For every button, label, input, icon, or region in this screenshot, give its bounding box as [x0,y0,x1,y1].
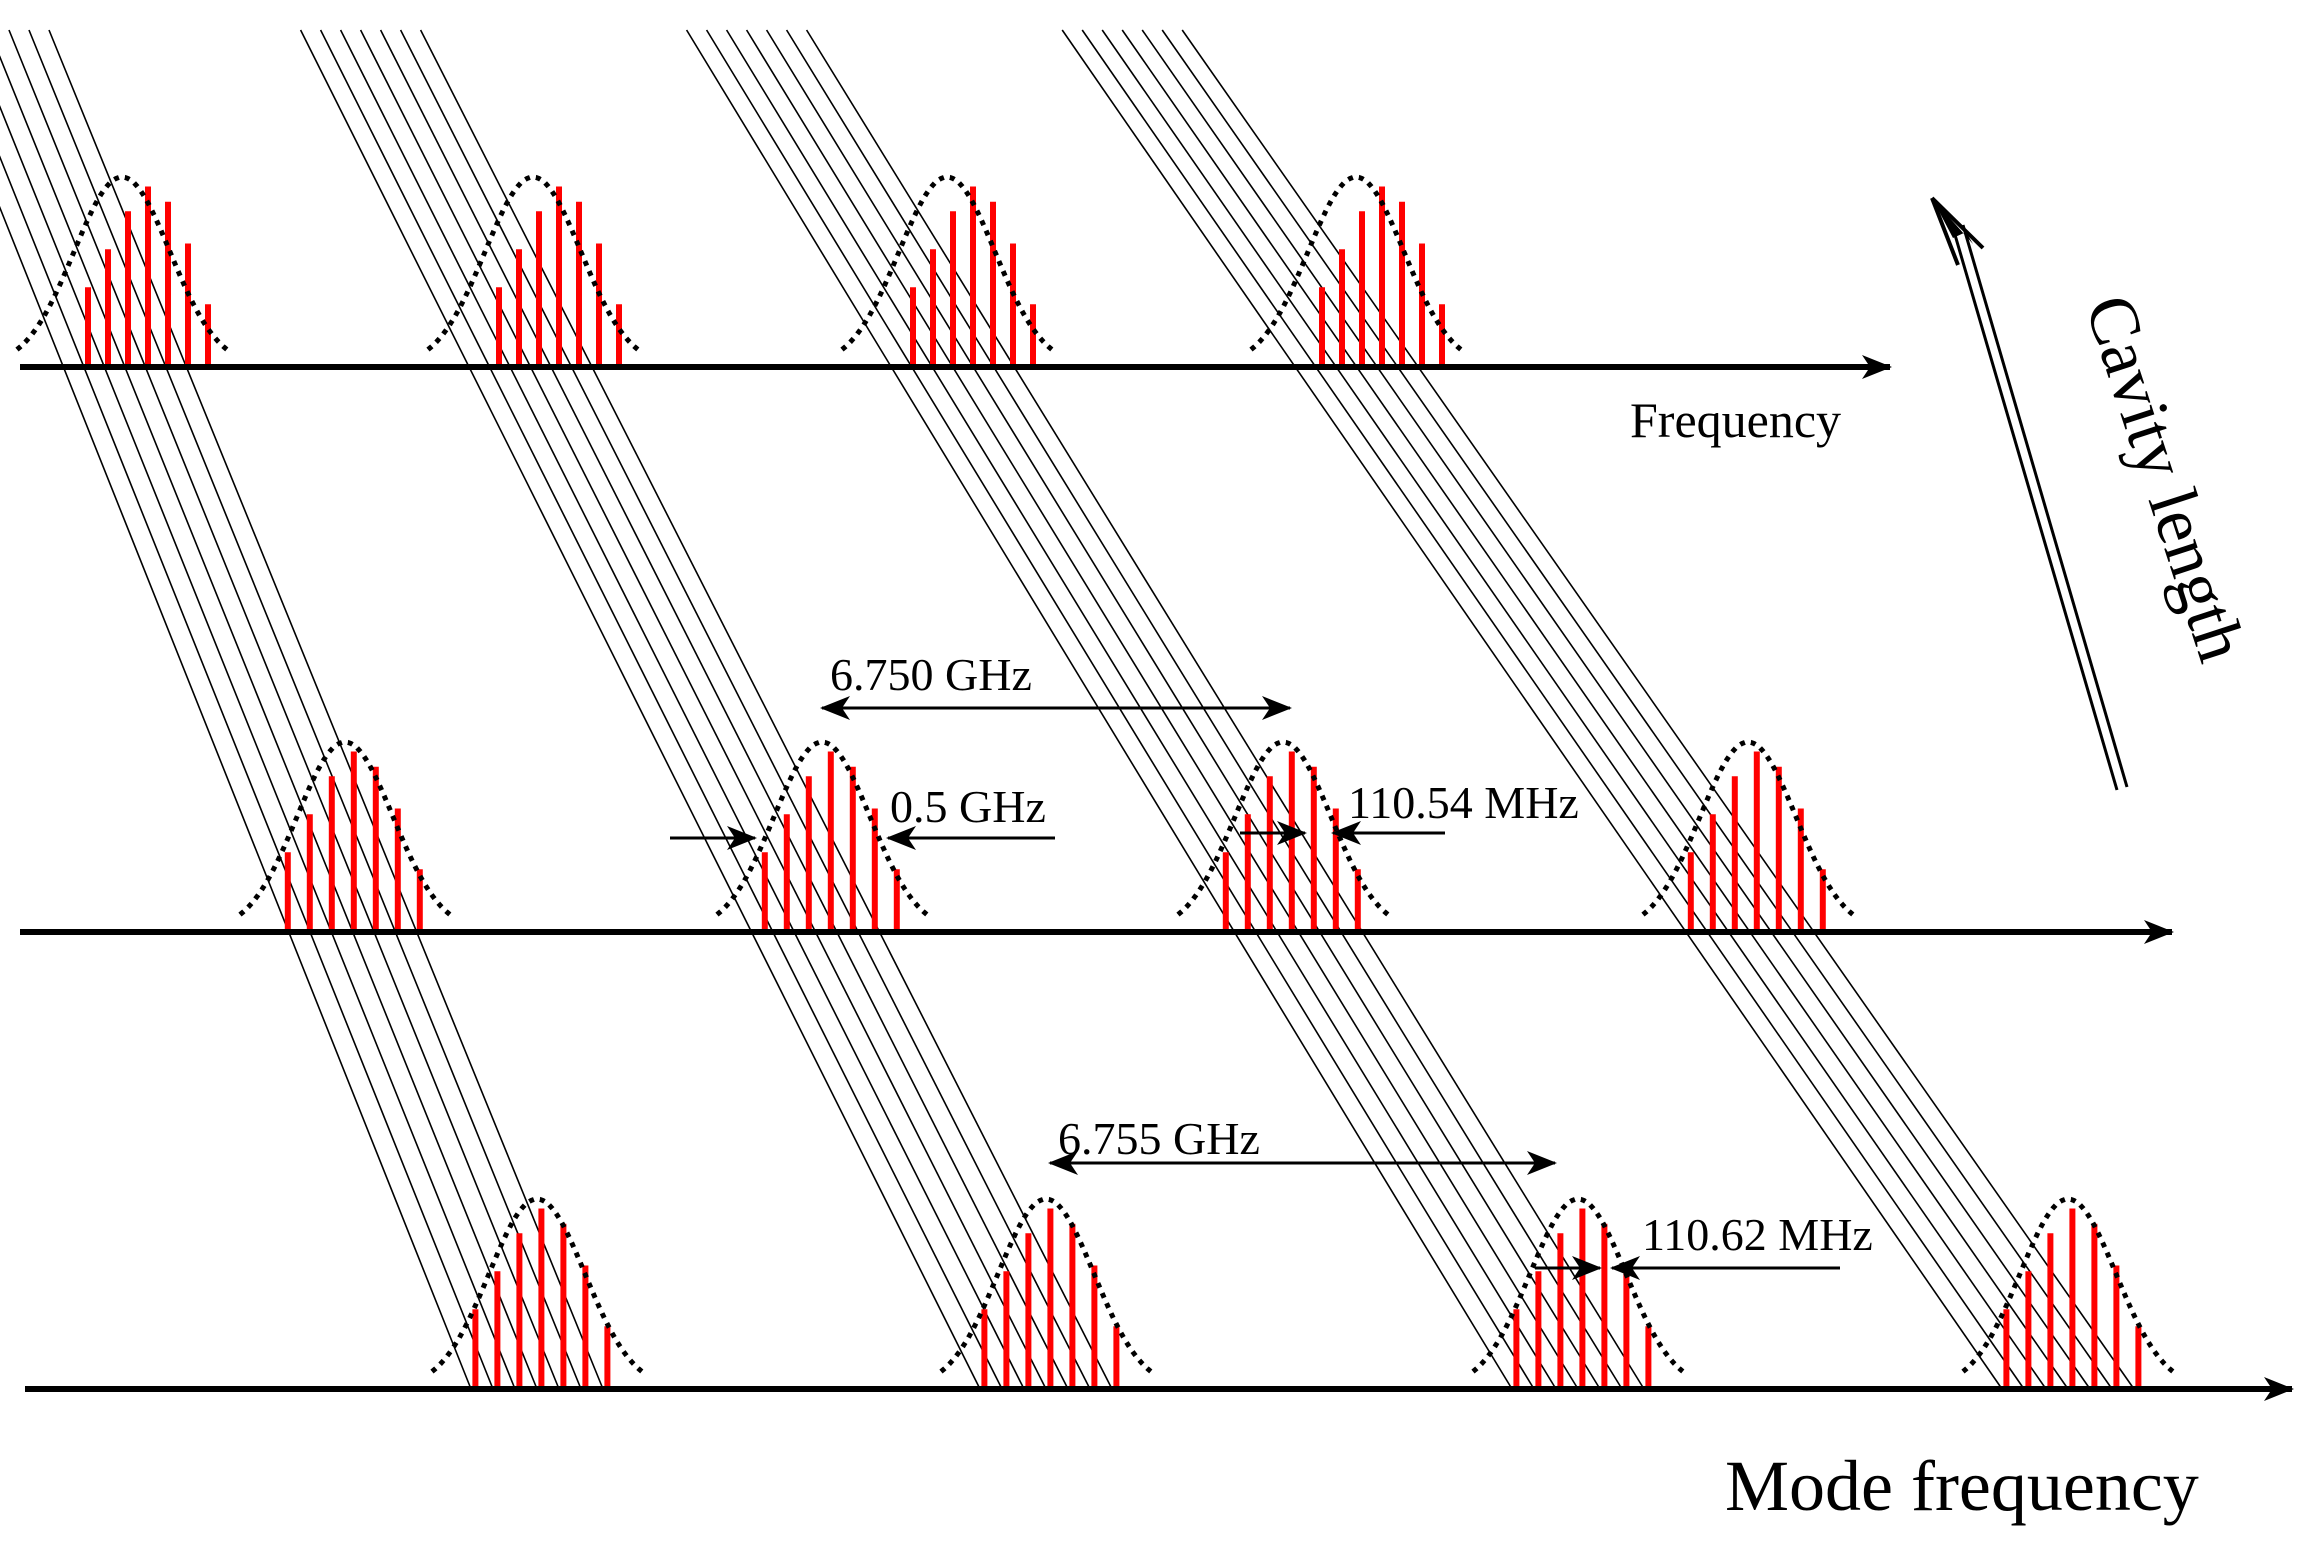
cavity-sweep-line [419,29,1113,1390]
top-axis-label: Frequency [1630,392,1841,448]
cavity-length-label: Cavity length [2070,286,2260,670]
cavity-sweep-line [28,29,582,1390]
annotations [670,196,2129,1280]
cavity-sweep-line [1181,29,2135,1390]
cavity-sweep-line [1121,29,2069,1390]
mode-comb-top-4 [1249,174,1463,367]
spacing-label-bottom: 6.755 GHz [1058,1113,1260,1164]
gaussian-envelope [426,174,640,352]
cavity-sweep-line [359,29,1047,1390]
gaussian-envelope [840,174,1054,352]
mode-comb-middle-4 [1641,739,1855,932]
cavity-sweep-line [48,29,604,1390]
gaussian-envelope [939,1196,1153,1374]
gaussian-envelope [1176,739,1390,917]
cavity-sweep-line [0,205,472,1390]
cavity-sweep-line [1101,29,2047,1390]
mode-comb-bottom-2 [939,1196,1153,1389]
mode-comb-bottom-3 [1471,1196,1685,1389]
cavity-sweep-line [1081,29,2025,1390]
mode-comb-middle-2 [715,739,929,932]
axes [20,355,2294,1401]
gaussian-envelope [1249,174,1463,352]
cavity-sweep-line [299,29,981,1390]
cavity-sweep-line [0,155,494,1390]
mode-combs [15,174,2175,1389]
cavity-sweep-line [0,55,538,1390]
gaussian-envelope [1641,739,1855,917]
cavity-sweep-line [319,29,1003,1390]
cavity-sweep-line [0,105,516,1390]
cavity-sweep-line [1061,29,2003,1390]
gaussian-envelope [1471,1196,1685,1374]
cavity-sweep-line [1161,29,2113,1390]
mode-comb-top-3 [840,174,1054,367]
cavity-sweep-line [8,29,560,1390]
spacing-label-middle: 6.750 GHz [830,649,1032,700]
gaussian-envelope [715,739,929,917]
mode-comb-middle-1 [238,739,452,932]
gaussian-envelope [238,739,452,917]
bottom-axis-label: Mode frequency [1725,1446,2199,1526]
mode-comb-bottom-4 [1961,1196,2175,1389]
gaussian-envelope [15,174,229,352]
mode-spacing-label-bottom: 110.62 MHz [1642,1209,1873,1260]
cavity-sweep-line [339,29,1025,1390]
cavity-sweep-line [379,29,1069,1390]
width-label-middle: 0.5 GHz [890,781,1046,832]
gaussian-envelope [430,1196,644,1374]
cavity-sweep-line [1141,29,2091,1390]
cavity-length-arrow [1930,196,2129,791]
cavity-sweep-line [399,29,1091,1390]
gaussian-envelope [1961,1196,2175,1374]
mode-comb-top-2 [426,174,640,367]
mode-comb-bottom-1 [430,1196,644,1389]
mode-comb-top-1 [15,174,229,367]
mode-spacing-label-middle: 110.54 MHz [1348,777,1579,828]
